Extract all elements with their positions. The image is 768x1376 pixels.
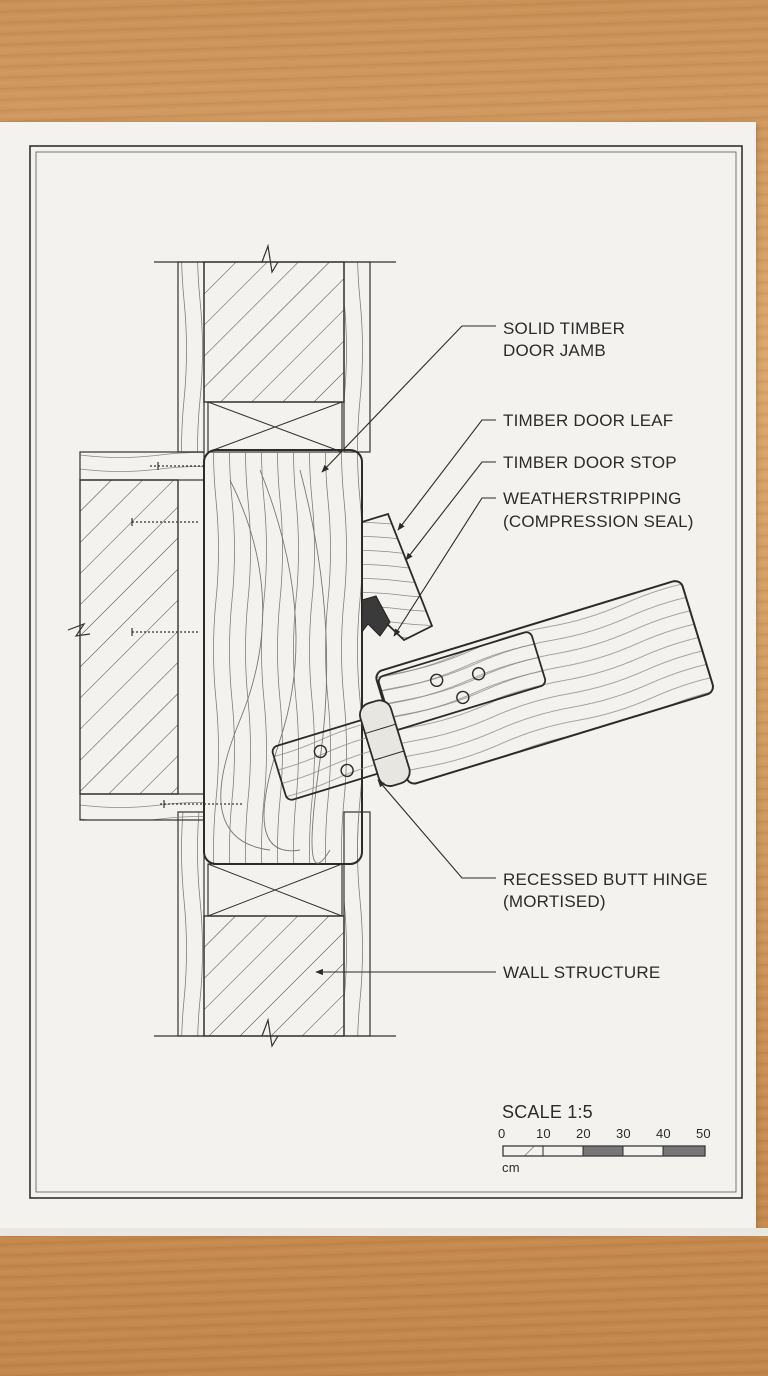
drawing-border: [29, 145, 743, 1199]
scale-tick-40: 40: [656, 1126, 671, 1141]
scale-tick-10: 10: [536, 1126, 551, 1141]
scale-tick-50: 50: [696, 1126, 711, 1141]
label-hinge-1: RECESSED BUTT HINGE: [503, 870, 708, 889]
label-weather-1: WEATHERSTRIPPING: [503, 489, 682, 508]
label-jamb-1: SOLID TIMBER: [503, 319, 625, 338]
leader-lines: [315, 325, 496, 976]
door-jamb: [203, 449, 363, 865]
leader-hinge: [377, 779, 496, 879]
scale-title: SCALE 1:5: [502, 1102, 593, 1122]
scale-unit: cm: [502, 1160, 520, 1175]
butt-hinge: [271, 631, 547, 801]
label-weather-2: (COMPRESSION SEAL): [503, 512, 694, 531]
label-hinge-2: (MORTISED): [503, 892, 606, 911]
leader-stop: [405, 461, 496, 561]
label-stop: TIMBER DOOR STOP: [503, 453, 677, 472]
annotations: SOLID TIMBER DOOR JAMB TIMBER DOOR LEAF …: [503, 319, 708, 982]
leader-jamb: [321, 325, 496, 473]
leader-weather: [393, 497, 496, 637]
label-wall: WALL STRUCTURE: [503, 963, 660, 982]
scale-tick-0: 0: [498, 1126, 505, 1141]
scale-bar: SCALE 1:5 0 10 20 30 40 50 cm: [498, 1102, 711, 1175]
scale-tick-20: 20: [576, 1126, 591, 1141]
sheet-edge: [0, 1228, 768, 1236]
leader-leaf: [397, 419, 496, 531]
label-jamb-2: DOOR JAMB: [503, 341, 606, 360]
wall-structure: [67, 243, 396, 1048]
scale-tick-30: 30: [616, 1126, 631, 1141]
weatherstripping: [361, 595, 391, 637]
label-leaf: TIMBER DOOR LEAF: [503, 411, 673, 430]
